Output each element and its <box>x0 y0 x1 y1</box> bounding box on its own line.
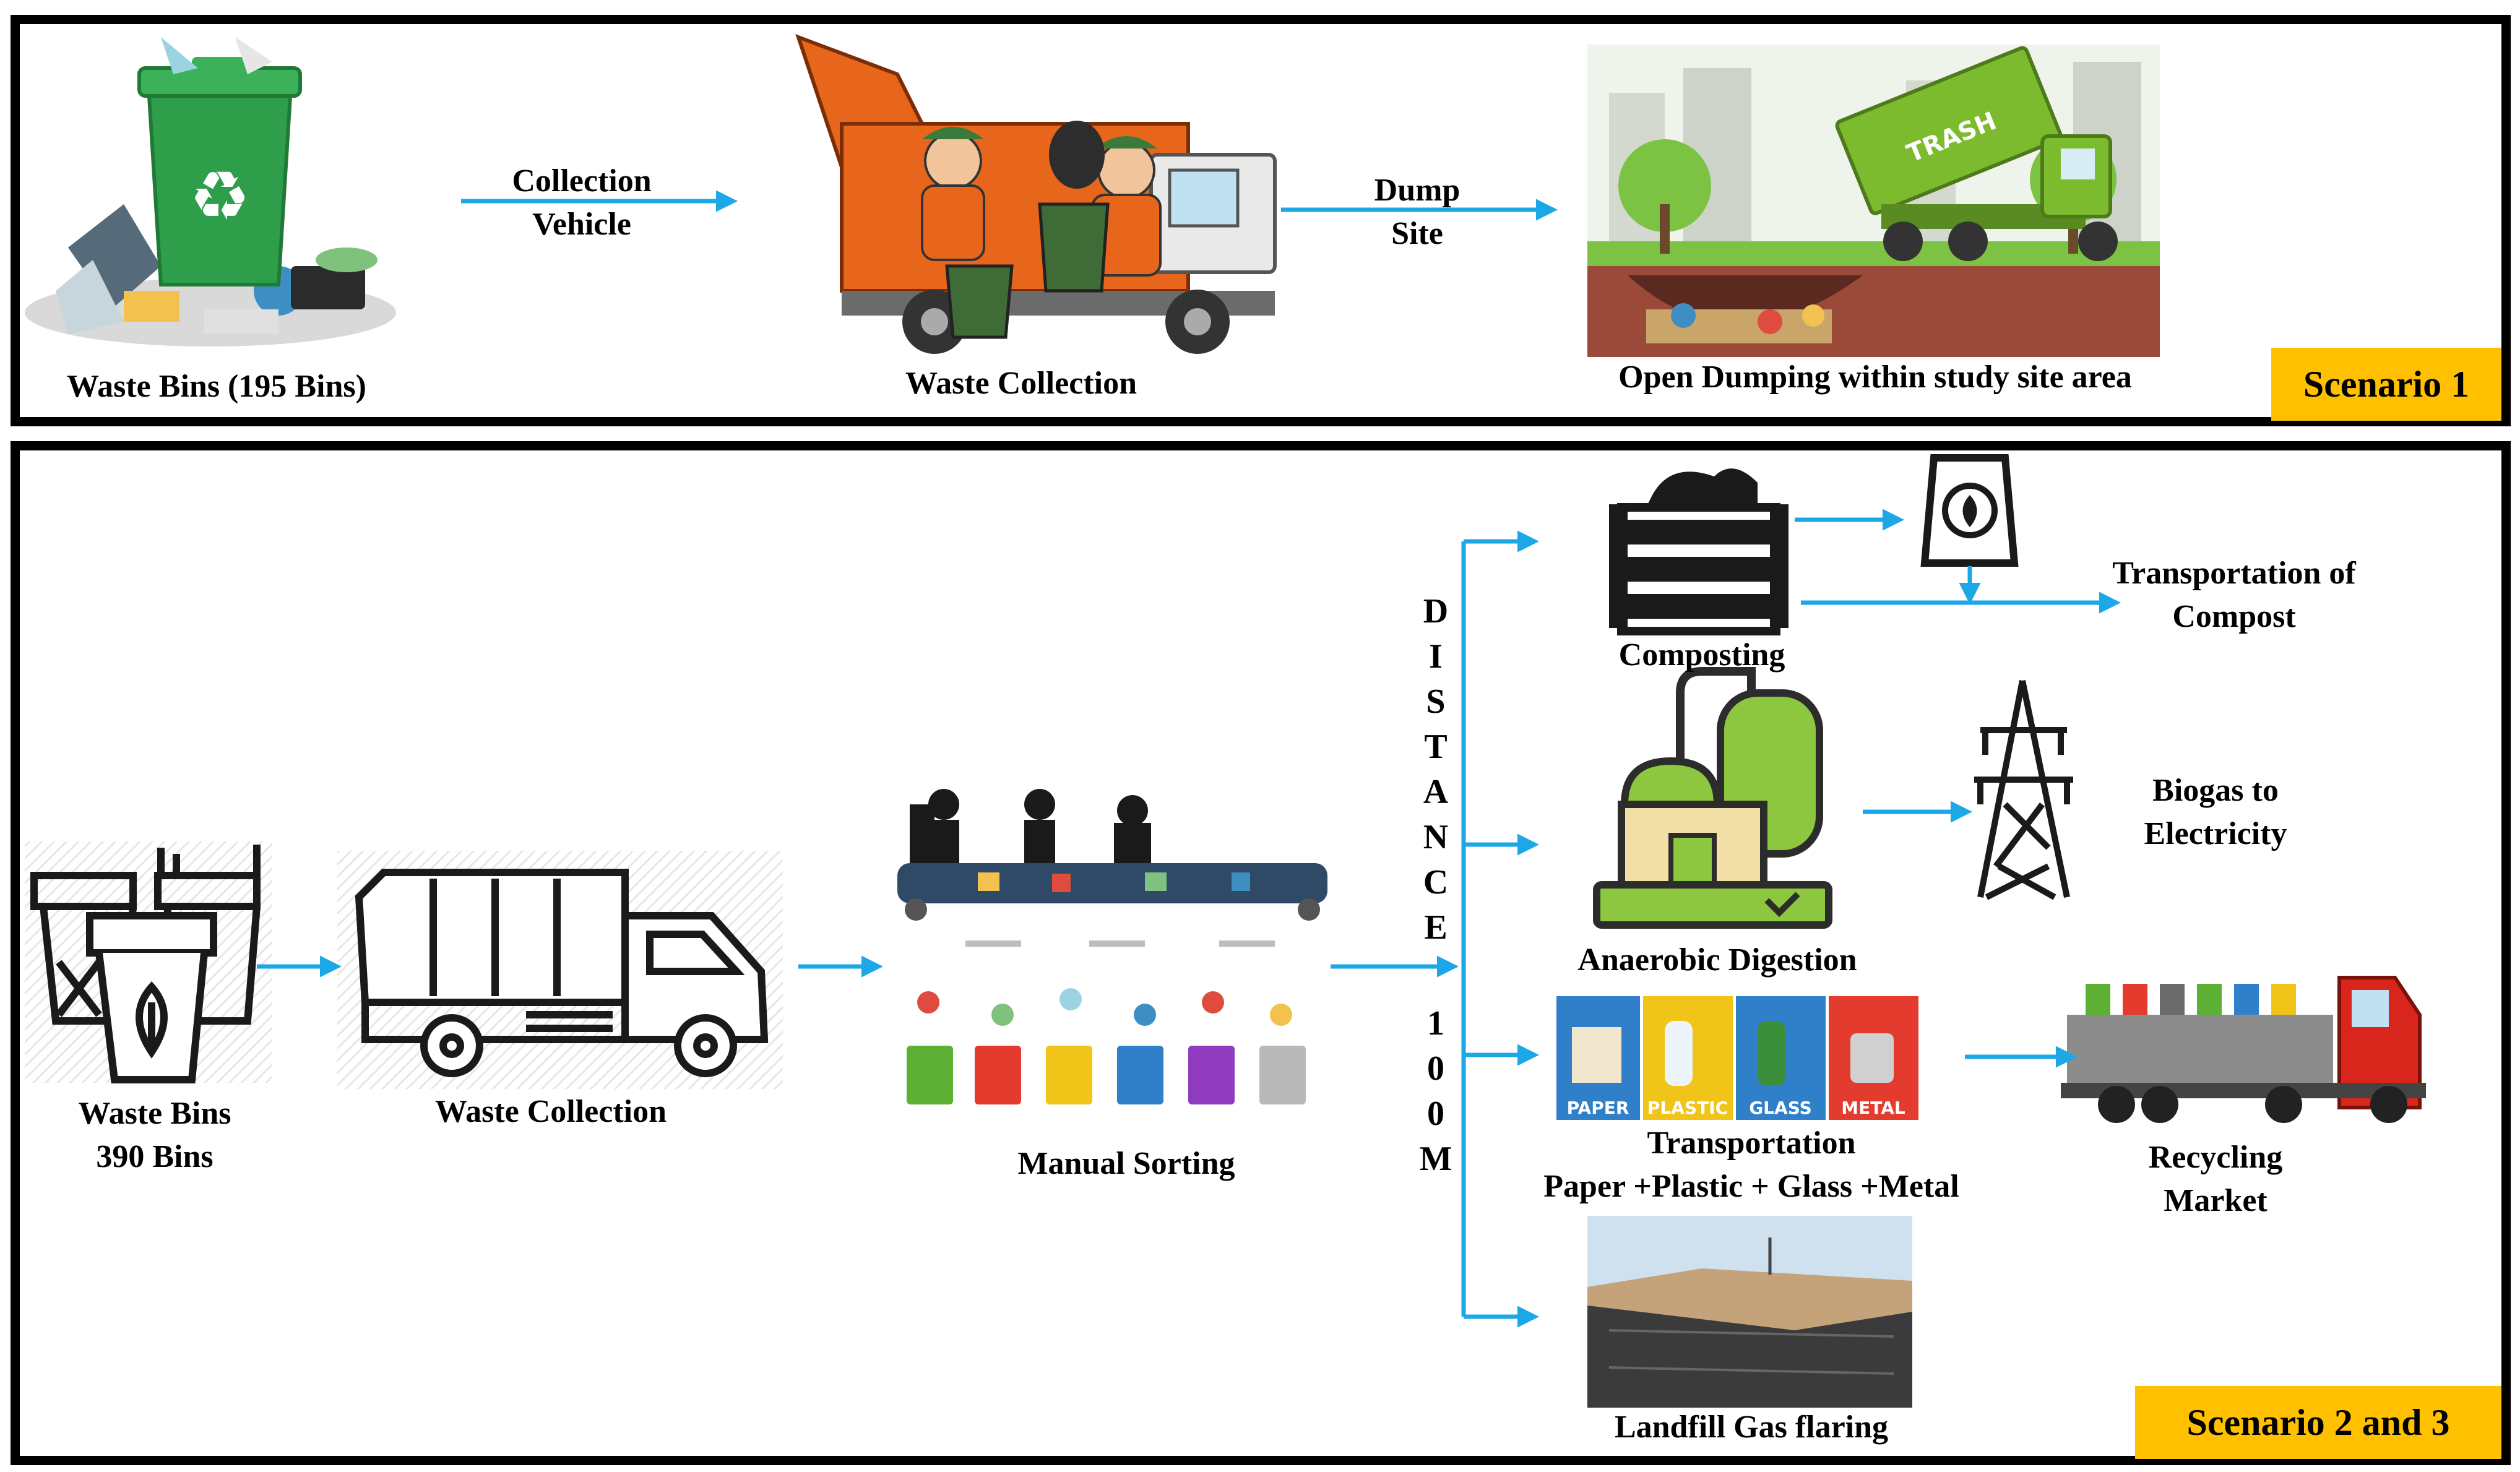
s1-open-dumping-label: Open Dumping within study site area <box>1618 359 2132 395</box>
scenario23-badge: Scenario 2 and 3 <box>2135 1386 2501 1459</box>
distance-letter: A <box>1423 773 1449 811</box>
transport-compost-line1: Transportation of <box>2112 556 2356 591</box>
scenario1-badge: Scenario 1 <box>2271 348 2501 421</box>
s1-arrow-label-collection-line1: Collection <box>512 163 652 199</box>
distance-letter: I <box>1429 637 1443 676</box>
transport-compost-line2: Compost <box>2172 599 2296 634</box>
recycling-truck-icon <box>2061 976 2426 1123</box>
transportation-line1: Transportation <box>1647 1126 1856 1161</box>
distance-letter: N <box>1423 818 1449 856</box>
s2-waste-bins-line1: Waste Bins <box>78 1096 231 1131</box>
recyclables-icon: PAPER PLASTIC GLASS METAL <box>1556 996 1918 1120</box>
distance-value-letter: 1 <box>1427 1004 1444 1043</box>
distance-letter: C <box>1423 863 1449 902</box>
compost-bag-icon <box>1920 454 2019 567</box>
biogas-plant-icon <box>1593 667 1832 929</box>
transportation-line2: Paper +Plastic + Glass +Metal <box>1543 1169 1959 1204</box>
dump-truck-icon: TRASH <box>1587 45 2160 357</box>
svg-text:PLASTIC: PLASTIC <box>1647 1098 1728 1118</box>
s1-arrow-label-collection-line2: Vehicle <box>532 207 631 242</box>
compost-crate-icon <box>1609 468 1789 635</box>
sorting-line-icon <box>897 789 1327 1104</box>
s1-arrow-label-dump-line2: Site <box>1391 216 1443 251</box>
garbage-truck-outline-icon <box>337 851 783 1089</box>
svg-text:PAPER: PAPER <box>1567 1098 1629 1118</box>
distance-value-letter: M <box>1419 1140 1452 1178</box>
distance-value-letter: 0 <box>1427 1049 1444 1088</box>
garbage-truck-workers-icon <box>795 33 1277 354</box>
svg-text:♻: ♻ <box>189 157 251 236</box>
distance-letter: D <box>1423 592 1449 631</box>
transmission-tower-icon <box>1974 679 2073 900</box>
distance-letter: T <box>1424 728 1448 766</box>
distance-value-letter: 0 <box>1427 1095 1444 1133</box>
recycling-line1: Recycling <box>2148 1140 2283 1175</box>
distance-letter: E <box>1424 908 1448 947</box>
composting-label: Composting <box>1618 637 1785 673</box>
distance-letter: S <box>1426 682 1446 721</box>
s1-arrow-label-dump-line1: Dump <box>1374 173 1461 208</box>
anaerobic-digestion-label: Anaerobic Digestion <box>1577 942 1857 978</box>
recycling-line2: Market <box>2164 1183 2268 1218</box>
s2-waste-bins-line2: 390 Bins <box>96 1139 214 1174</box>
s1-waste-bins-label: Waste Bins (195 Bins) <box>67 369 366 404</box>
landfill-photo-icon <box>1587 1216 1912 1408</box>
s2-waste-collection-label: Waste Collection <box>434 1094 667 1129</box>
landfill-label: Landfill Gas flaring <box>1614 1410 1889 1445</box>
biogas-line1: Biogas to <box>2152 773 2279 808</box>
svg-text:METAL: METAL <box>1841 1098 1905 1118</box>
waste-bins-outline-icon <box>25 841 272 1083</box>
s1-waste-collection-label: Waste Collection <box>905 366 1137 401</box>
s2-manual-sorting-label: Manual Sorting <box>1017 1146 1235 1181</box>
svg-text:GLASS: GLASS <box>1749 1098 1812 1118</box>
trash-pile-icon: ♻ <box>25 37 396 346</box>
biogas-line2: Electricity <box>2144 816 2287 851</box>
